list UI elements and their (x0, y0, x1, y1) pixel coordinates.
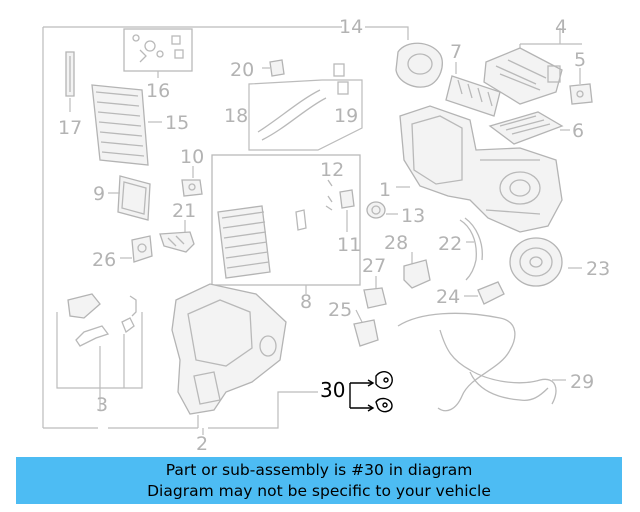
info-banner: Part or sub-assembly is #30 in diagram D… (16, 457, 622, 504)
part-13-ring (366, 201, 398, 219)
callout-25: 25 (328, 299, 352, 321)
callout-10: 10 (180, 146, 204, 168)
callout-2: 2 (196, 433, 208, 455)
callout-12: 12 (320, 159, 344, 181)
part-6-filter (488, 111, 570, 145)
part-17-strip (65, 51, 75, 112)
part-15-heater-core (91, 84, 162, 166)
part-26-actuator (120, 235, 153, 263)
callout-6: 6 (572, 120, 584, 142)
banner-line-2: Diagram may not be specific to your vehi… (147, 482, 491, 500)
part-10-sensor (181, 166, 203, 197)
part-16-clips (123, 28, 193, 78)
part-23-blower (509, 237, 582, 287)
part-30-highlight (349, 371, 393, 413)
part-8-evaporator (211, 154, 361, 294)
part-14-gasket (395, 42, 443, 88)
part-9-frame (108, 175, 151, 221)
callout-30: 30 (320, 378, 345, 402)
callout-21: 21 (172, 200, 196, 222)
part-4-housing (483, 28, 582, 105)
callout-9: 9 (93, 183, 105, 205)
callout-18: 18 (224, 105, 248, 127)
callout-15: 15 (165, 112, 189, 134)
part-5-actuator (569, 68, 593, 105)
part-21-actuator (159, 220, 195, 253)
callout-17: 17 (58, 117, 82, 139)
part-2-lower-housing (171, 283, 287, 415)
callout-7: 7 (450, 41, 462, 63)
part-25-actuator (353, 309, 379, 347)
callout-16: 16 (146, 80, 170, 102)
callout-29: 29 (570, 371, 594, 393)
part-27-clip (363, 276, 387, 309)
part-7-strip (445, 62, 501, 117)
part-18-19-pipes (248, 63, 363, 151)
part-29-harness (397, 312, 566, 412)
part-1-hvac-unit (396, 105, 563, 233)
parts-diagram: 14 16 17 15 10 9 21 26 3 2 20 18 19 12 1… (42, 16, 610, 455)
callout-1: 1 (379, 179, 391, 201)
callout-28: 28 (384, 232, 408, 254)
part-3-linkages (56, 293, 143, 410)
callout-20: 20 (230, 59, 254, 81)
callout-23: 23 (586, 258, 610, 280)
part-20-clip (262, 59, 285, 77)
callout-24: 24 (436, 286, 460, 308)
frame-lines (42, 26, 409, 435)
callout-27: 27 (362, 255, 386, 277)
callout-26: 26 (92, 249, 116, 271)
part-28-actuator (403, 252, 431, 289)
callout-11: 11 (337, 234, 361, 256)
part-22-hose (459, 217, 483, 281)
callout-13: 13 (401, 205, 425, 227)
callout-3: 3 (96, 394, 108, 416)
callout-8: 8 (300, 291, 312, 313)
part-24-resistor (464, 281, 505, 305)
callout-5: 5 (574, 49, 586, 71)
callout-14: 14 (339, 16, 363, 38)
callout-19: 19 (334, 105, 358, 127)
callout-4: 4 (555, 16, 567, 38)
callout-22: 22 (438, 233, 462, 255)
banner-line-1: Part or sub-assembly is #30 in diagram (165, 461, 473, 479)
